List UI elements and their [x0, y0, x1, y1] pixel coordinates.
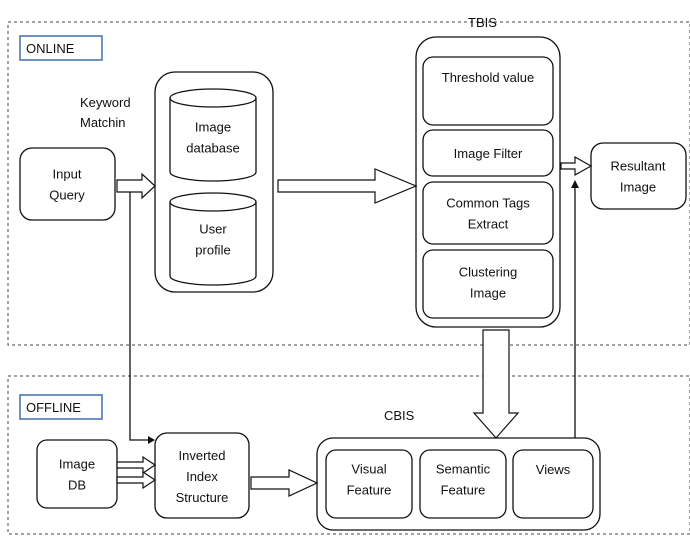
cbis-label: CBIS: [384, 408, 415, 423]
node-label-line: Extract: [468, 217, 509, 232]
arrow-index-to-cbis: [250, 469, 319, 497]
views-label: Views: [536, 462, 571, 477]
connector-query-to-index-head: [148, 436, 155, 444]
connector-query-to-index: [129, 192, 148, 441]
threshold-value-label: Threshold value: [442, 70, 535, 85]
node-label-line: Resultant: [611, 159, 666, 174]
node-label-line: DB: [68, 478, 86, 493]
offline-tag-label: OFFLINE: [26, 400, 81, 415]
connector-cbis-to-result-head: [571, 180, 579, 188]
online-tag: ONLINE: [19, 35, 103, 61]
arrow-tbis-to-cbis: [472, 329, 520, 439]
node-label-line: Structure: [176, 490, 229, 505]
node-label-line: Inverted: [179, 448, 226, 463]
threshold-value-node: Threshold value: [422, 56, 554, 126]
node-label-line: Image: [620, 180, 656, 195]
views-node: Views: [512, 449, 594, 519]
node-label-line: Common Tags: [446, 196, 530, 211]
image-database-label: Image database: [186, 120, 240, 156]
online-tag-label: ONLINE: [26, 41, 75, 56]
arrow-tbis-to-result: [560, 155, 593, 177]
node-label-line: User: [199, 222, 227, 237]
arrow-database-to-tbis: [277, 168, 418, 204]
node-label-line: Visual: [351, 462, 386, 477]
node-label-line: Views: [536, 462, 571, 477]
node-label-line: Query: [49, 188, 85, 203]
node-label-line: Semantic: [436, 462, 491, 477]
user-profile-label: User profile: [195, 222, 230, 258]
node-label-line: Feature: [441, 483, 486, 498]
node-label-line: Index: [186, 469, 218, 484]
arrow-query-to-database: [116, 172, 156, 200]
node-label-line: Image: [195, 120, 231, 135]
node-label-line: Image: [470, 286, 506, 301]
arrow-imagedb-to-index-top: [116, 455, 157, 475]
node-label-line: Feature: [347, 483, 392, 498]
image-filter-label: Image Filter: [454, 146, 523, 161]
node-label-line: Threshold value: [442, 70, 535, 85]
image-filter-node: Image Filter: [422, 129, 554, 177]
offline-tag: OFFLINE: [19, 394, 103, 420]
node-label-line: Input: [53, 167, 82, 182]
node-label-line: database: [186, 141, 240, 156]
keyword-label-line2: Matchin: [80, 115, 126, 130]
node-label-line: Clustering: [459, 265, 518, 280]
image-database-cylinder: Image database: [169, 88, 257, 182]
online-region: [7, 21, 690, 346]
user-profile-cylinder: User profile: [169, 192, 257, 286]
node-label-line: profile: [195, 243, 230, 258]
tbis-label: TBIS: [468, 15, 497, 30]
arrow-imagedb-to-index-bottom: [116, 470, 157, 490]
keyword-label-line1: Keyword: [80, 95, 131, 110]
node-label-line: Image: [59, 457, 95, 472]
node-label-line: Image Filter: [454, 146, 523, 161]
